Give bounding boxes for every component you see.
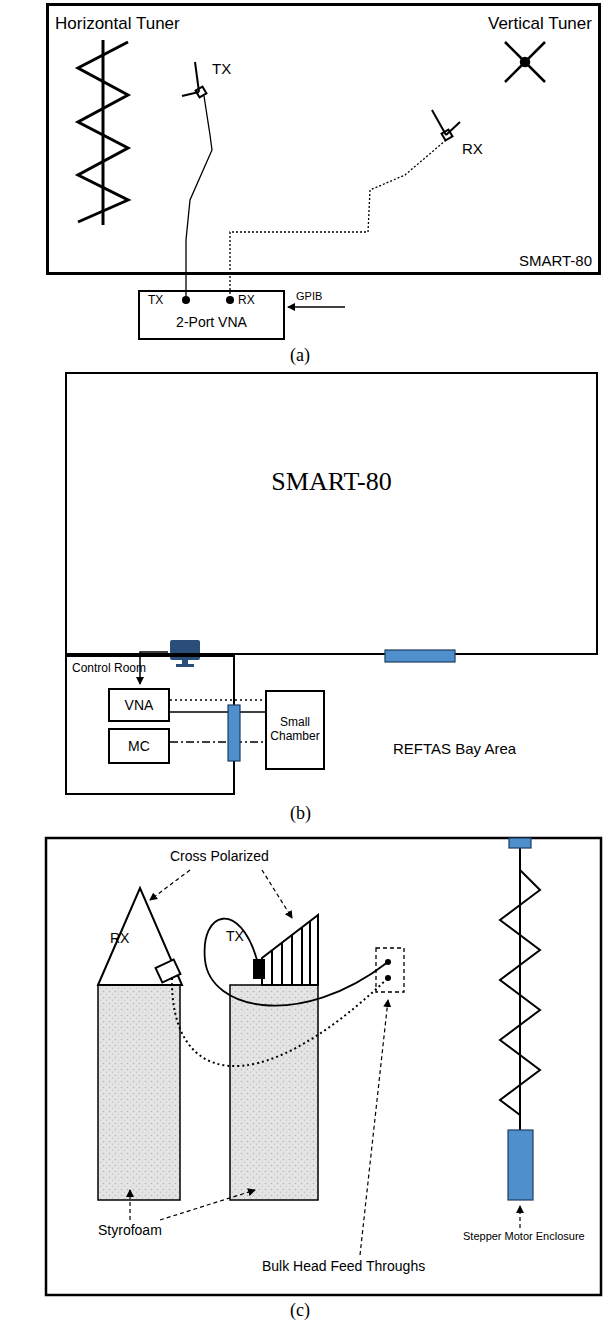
tx-cable [205, 919, 388, 1006]
rx-cable [172, 978, 388, 1066]
rx-horn [98, 888, 182, 985]
node-text: TX [148, 294, 163, 308]
styrofoam-block [230, 985, 318, 1200]
node-text: Control Room [72, 662, 146, 676]
equipment-box: MC [108, 728, 170, 764]
part-label: Cross Polarized [170, 848, 269, 864]
part-label: GPIB [296, 290, 322, 303]
monitor-icon [140, 640, 200, 684]
part-label: Horizontal Tuner [55, 14, 180, 34]
cable-line [170, 741, 265, 742]
tuner-mount [509, 838, 531, 848]
feedthrough-panel [385, 650, 455, 662]
chamber-box: SMART-80 [65, 372, 598, 655]
part-label: Styrofoam [98, 1222, 162, 1238]
horizontal-tuner [78, 40, 128, 225]
node-text: Small Chamber [270, 716, 320, 744]
panel-label: (a) [290, 345, 310, 366]
node-text: SMART-80 [67, 467, 596, 497]
part-label: Bulk Head Feed Throughs [262, 1258, 425, 1274]
rx-cable [230, 140, 446, 300]
node-text: 2-Port VNA [140, 314, 283, 330]
part-label: REFTAS Bay Area [393, 740, 516, 757]
cable-line [170, 699, 265, 700]
styrofoam-block [98, 985, 180, 1200]
tx-log-periodic [254, 915, 318, 985]
stepper-motor-enclosure [508, 1130, 533, 1200]
bulkhead-box [376, 948, 404, 992]
equipment-box: TX RX 2-Port VNA [138, 290, 285, 340]
rx-antenna [432, 110, 460, 140]
panel-label: (b) [290, 803, 311, 824]
node-text: RX [238, 294, 255, 308]
equipment-box: VNA [108, 688, 170, 722]
node-text: VNA [125, 697, 154, 713]
part-label: RX [462, 140, 483, 157]
part-label: Stepper Motor Enclosure [463, 1230, 585, 1243]
leader-lines [130, 870, 520, 1255]
panel-label: (c) [290, 1300, 310, 1321]
tuner-zigzag [500, 848, 540, 1130]
tx-antenna [182, 62, 206, 97]
part-label: RX [110, 930, 129, 946]
part-label: TX [212, 60, 231, 77]
part-label: TX [226, 928, 244, 944]
chamber-box: SMART-80 [46, 3, 601, 275]
small-chamber-outline [46, 838, 601, 1295]
cable-line [170, 711, 265, 712]
part-label: Vertical Tuner [488, 14, 592, 34]
equipment-box: Small Chamber [265, 690, 325, 770]
vertical-tuner [505, 42, 545, 82]
gpib-arrow [288, 306, 345, 308]
node-text: MC [128, 738, 150, 754]
tx-cable [186, 96, 212, 300]
node-text: SMART-80 [519, 252, 592, 269]
room-box: Control RoomVNA MC [65, 655, 235, 795]
